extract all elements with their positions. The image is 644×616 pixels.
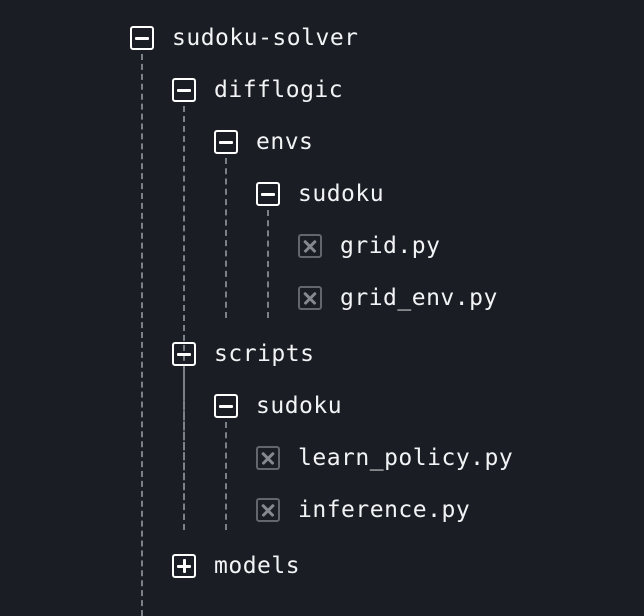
tree-folder-row[interactable]: difflogic	[172, 74, 343, 106]
tree-folder-label: models	[214, 552, 301, 579]
tree-connector-line	[225, 158, 227, 318]
minus-square-icon[interactable]	[256, 182, 280, 206]
tree-folder-row[interactable]: sudoku	[256, 178, 384, 210]
tree-folder-label: difflogic	[214, 76, 344, 103]
tree-folder-label: sudoku	[256, 392, 343, 419]
tree-folder-row[interactable]: sudoku	[214, 390, 342, 422]
minus-square-icon[interactable]	[214, 394, 238, 418]
tree-folder-row[interactable]: envs	[214, 126, 313, 158]
cross-square-icon	[298, 286, 322, 310]
tree-folder-row[interactable]: models	[172, 550, 300, 582]
tree-file-label: inference.py	[298, 496, 471, 523]
tree-folder-label: envs	[256, 128, 314, 155]
tree-file-row[interactable]: inference.py	[256, 494, 470, 526]
tree-file-label: learn_policy.py	[298, 444, 514, 471]
tree-connector-line	[141, 54, 143, 616]
tree-file-row[interactable]: learn_policy.py	[256, 442, 513, 474]
plus-square-icon[interactable]	[172, 554, 196, 578]
tree-connector-line	[183, 370, 185, 530]
tree-connector-line	[225, 422, 227, 530]
tree-file-label: grid.py	[340, 232, 441, 259]
minus-square-icon[interactable]	[172, 78, 196, 102]
minus-square-icon[interactable]	[130, 26, 154, 50]
tree-folder-row[interactable]: scripts	[172, 338, 314, 370]
minus-square-icon[interactable]	[172, 342, 196, 366]
cross-square-icon	[256, 446, 280, 470]
tree-connector-line	[183, 106, 185, 530]
tree-folder-label: scripts	[214, 340, 315, 367]
tree-file-label: grid_env.py	[340, 284, 498, 311]
tree-folder-label: sudoku	[298, 180, 385, 207]
tree-file-row[interactable]: grid_env.py	[298, 282, 498, 314]
tree-connector-line	[267, 210, 269, 318]
tree-folder-label: sudoku-solver	[172, 24, 359, 51]
tree-file-row[interactable]: grid.py	[298, 230, 440, 262]
tree-folder-row[interactable]: sudoku-solver	[130, 22, 359, 54]
cross-square-icon	[256, 498, 280, 522]
minus-square-icon[interactable]	[214, 130, 238, 154]
cross-square-icon	[298, 234, 322, 258]
